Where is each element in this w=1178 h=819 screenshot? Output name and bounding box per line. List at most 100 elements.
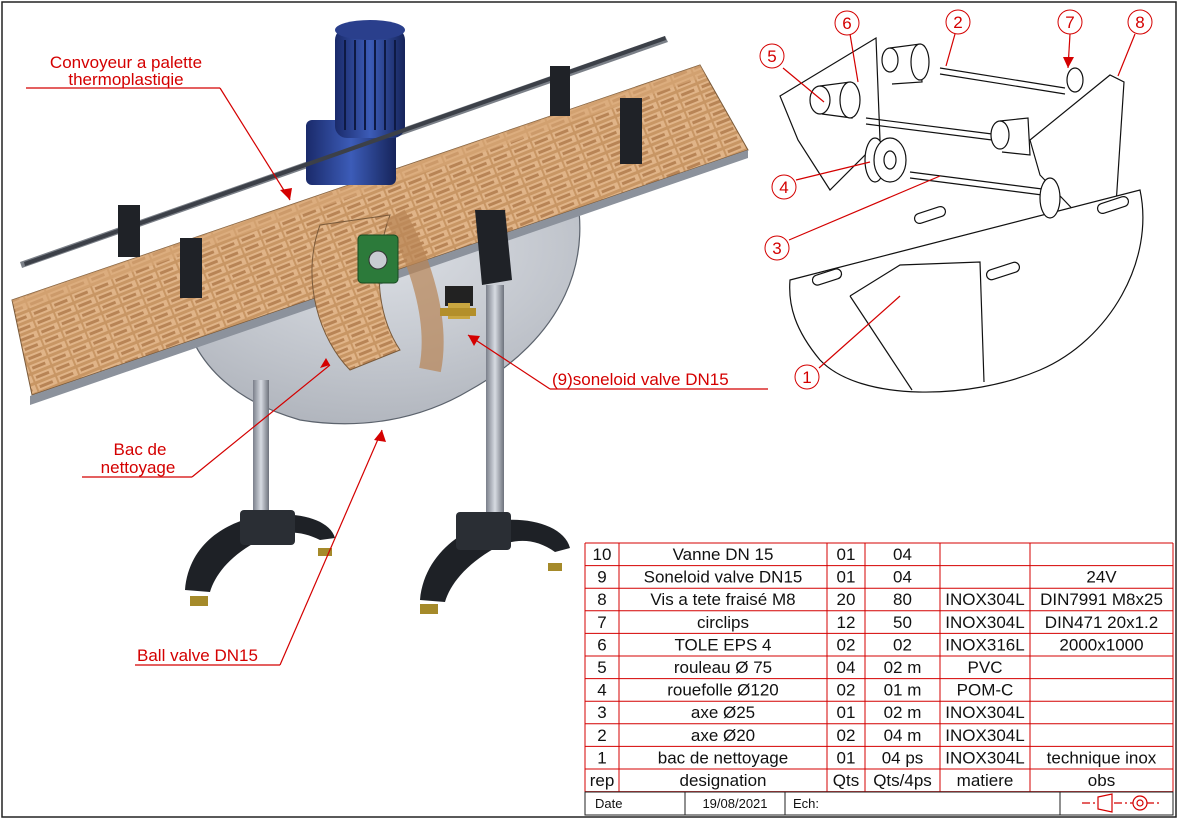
bom-cell-qts: 02	[837, 726, 856, 745]
svg-text:4: 4	[779, 178, 788, 197]
bom-cell-obs: DIN7991 M8x25	[1040, 590, 1163, 609]
bom-cell-rep: 3	[597, 703, 606, 722]
bom-cell-designation: bac de nettoyage	[658, 748, 788, 767]
bom-cell-qts4: 04 m	[884, 726, 922, 745]
bom-cell-qts4: 04	[893, 568, 912, 587]
exploded-view	[779, 36, 1144, 393]
title-block-footer: Date 19/08/2021 Ech:	[584, 791, 1174, 816]
balloon-7: 7	[1057, 9, 1083, 35]
footer-scale-label: Ech:	[793, 796, 819, 811]
bom-header-qts4: Qts/4ps	[873, 771, 932, 790]
bom-header-matiere: matiere	[957, 771, 1014, 790]
bom-grid	[584, 542, 1174, 793]
bill-of-materials: 10 Vanne DN 15 01 04 9 Soneloid valve DN15 01 0…	[584, 542, 1174, 816]
bom-cell-qts: 12	[837, 613, 856, 632]
bom-cell-obs: technique inox	[1047, 748, 1157, 767]
label-ball-valve: Ball valve DN15	[137, 646, 258, 665]
solenoid-valve-part	[440, 286, 476, 319]
bom-cell-qts4: 02	[893, 635, 912, 654]
svg-text:6: 6	[842, 14, 851, 33]
bom-cell-qts4: 50	[893, 613, 912, 632]
drive-motor	[306, 20, 405, 185]
bom-header-designation: designation	[680, 771, 767, 790]
bom-header-obs: obs	[1088, 771, 1115, 790]
bom-cell-rep: 9	[597, 568, 606, 587]
bom-cell-matiere: PVC	[968, 658, 1003, 677]
leg-right	[486, 285, 504, 520]
footer-date-value: 19/08/2021	[702, 796, 767, 811]
projection-symbol-icon	[1082, 793, 1162, 813]
bom-cell-rep: 6	[597, 635, 606, 654]
assembly-labels: Convoyeur a palette thermoplastiqie (9)s…	[50, 53, 729, 665]
label-solenoid-valve: (9)soneloid valve DN15	[552, 370, 729, 389]
bom-header-rep: rep	[590, 771, 615, 790]
bom-cell-qts: 20	[837, 590, 856, 609]
bom-cell-qts: 01	[837, 568, 856, 587]
bom-cell-designation: axe Ø25	[691, 703, 755, 722]
bom-cell-qts4: 01 m	[884, 681, 922, 700]
label-convoyeur-line1: Convoyeur a palette	[50, 53, 202, 72]
svg-text:7: 7	[1065, 13, 1074, 32]
bom-cell-qts4: 04	[893, 545, 912, 564]
leader-arrowheads	[280, 57, 1074, 442]
bom-cell-qts4: 02 m	[884, 703, 922, 722]
bom-cell-matiere: INOX304L	[945, 590, 1024, 609]
balloon-4: 4	[771, 174, 797, 200]
bom-cell-obs: 2000x1000	[1059, 635, 1143, 654]
bom-cell-matiere: INOX304L	[945, 748, 1024, 767]
bom-header-qts: Qts	[833, 771, 859, 790]
bom-cell-qts4: 80	[893, 590, 912, 609]
bom-cell-qts: 02	[837, 635, 856, 654]
leg-left	[253, 380, 269, 520]
bom-cell-qts: 01	[837, 748, 856, 767]
svg-text:2: 2	[953, 13, 962, 32]
bom-cell-qts: 01	[837, 545, 856, 564]
svg-text:8: 8	[1135, 13, 1144, 32]
bom-cell-qts4: 02 m	[884, 658, 922, 677]
svg-text:1: 1	[802, 368, 811, 387]
bom-cell-designation: rouleau Ø 75	[674, 658, 772, 677]
bom-cell-rep: 2	[597, 726, 606, 745]
balloon-1: 1	[794, 364, 820, 390]
label-convoyeur-line2: thermoplastiqie	[68, 70, 183, 89]
bom-cell-matiere: INOX304L	[945, 726, 1024, 745]
foot-left	[185, 514, 335, 592]
leader-lines	[26, 33, 1136, 666]
bom-cell-designation: Vis a tete fraisé M8	[650, 590, 795, 609]
bom-cell-rep: 7	[597, 613, 606, 632]
bom-cell-obs: 24V	[1086, 568, 1117, 587]
bom-cell-qts: 02	[837, 681, 856, 700]
bom-cell-obs: DIN471 20x1.2	[1045, 613, 1158, 632]
bom-cell-designation: circlips	[697, 613, 749, 632]
balloon-3: 3	[764, 235, 790, 261]
bom-cell-rep: 5	[597, 658, 606, 677]
exploded-tank	[789, 189, 1144, 393]
bom-cell-designation: TOLE EPS 4	[674, 635, 771, 654]
bom-cell-matiere: INOX304L	[945, 703, 1024, 722]
bom-cell-rep: 4	[597, 681, 606, 700]
conveyor-assembly-illustration	[11, 20, 749, 614]
balloon-2: 2	[945, 9, 971, 35]
balloon-callouts: 5 6 2 7 8 4 3 1	[759, 9, 1153, 390]
bom-cell-matiere: INOX304L	[945, 613, 1024, 632]
footer-date-label: Date	[595, 796, 622, 811]
bom-cell-qts: 04	[837, 658, 856, 677]
label-bac-line1: Bac de	[114, 440, 167, 459]
balloon-5: 5	[759, 43, 785, 69]
bom-cell-rep: 1	[597, 748, 606, 767]
bom-cell-rep: 10	[593, 545, 612, 564]
balloon-6: 6	[834, 10, 860, 36]
bom-cell-rep: 8	[597, 590, 606, 609]
bom-cell-qts: 01	[837, 703, 856, 722]
bom-cell-designation: Vanne DN 15	[673, 545, 774, 564]
bom-cells: 10 Vanne DN 15 01 04 9 Soneloid valve DN15 01 0…	[590, 545, 1163, 790]
bom-cell-designation: axe Ø20	[691, 726, 755, 745]
bom-cell-qts4: 04 ps	[882, 748, 924, 767]
bom-cell-designation: Soneloid valve DN15	[644, 568, 803, 587]
balloon-8: 8	[1127, 9, 1153, 35]
svg-text:5: 5	[767, 47, 776, 66]
bom-cell-designation: rouefolle Ø120	[667, 681, 779, 700]
bom-cell-matiere: POM-C	[957, 681, 1014, 700]
